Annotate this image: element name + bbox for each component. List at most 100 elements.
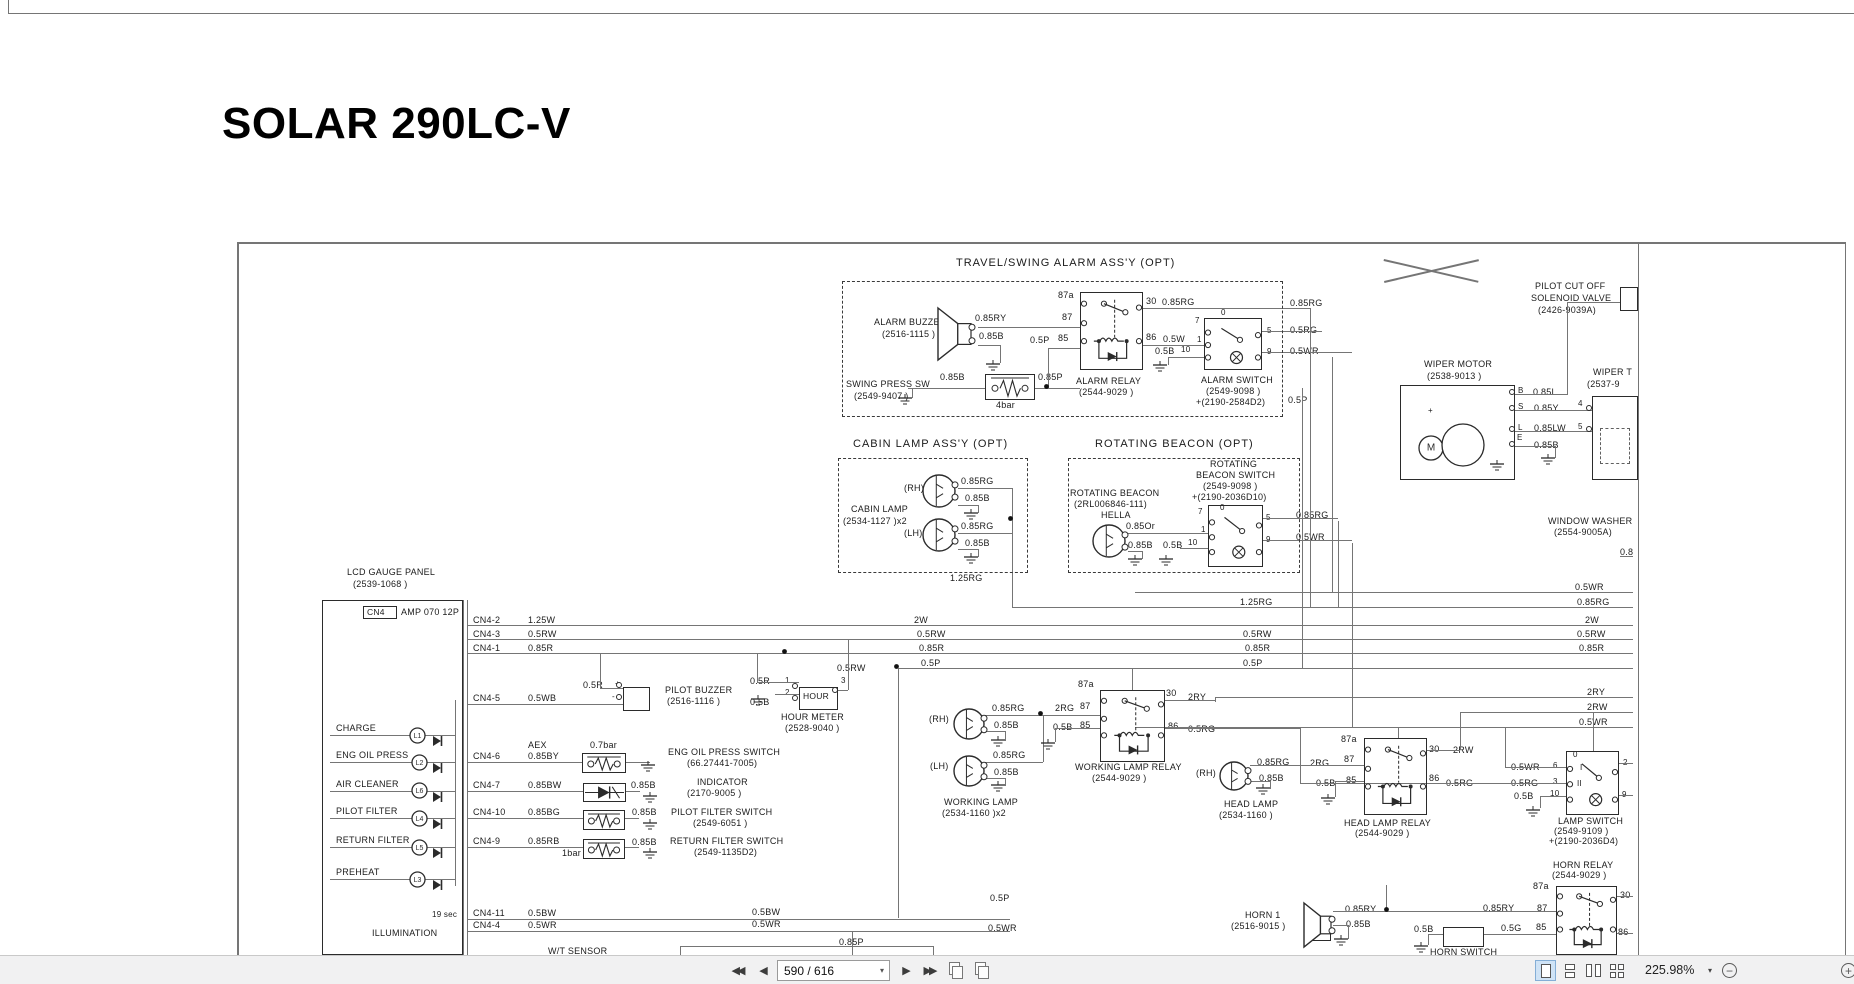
diode-icon [432,848,446,858]
chevron-down-icon[interactable]: ▾ [879,966,884,975]
wire-label: CABIN LAMP [851,504,909,514]
pin-icon [1586,405,1592,411]
wire-label: PILOT FILTER [336,806,398,816]
wire-label: 6 [1553,761,1558,770]
wire-line [1310,765,1364,766]
wire-label: PILOT FILTER SWITCH [671,807,773,817]
view-continuous-facing-button[interactable] [1607,960,1628,981]
lamp-icon [1092,524,1130,558]
junction-dot [1037,710,1043,716]
view-continuous-button[interactable] [1559,960,1580,981]
wire-label: 0.7bar [590,740,618,750]
wire-line [1270,781,1271,789]
wire-label: 0.5P [1030,335,1050,345]
zoom-chevron-down-icon[interactable]: ▾ [1708,966,1713,975]
ground-icon [1490,460,1504,472]
wire-label: 0.85B [1128,540,1153,550]
view-single-page-button[interactable] [1535,960,1556,981]
wire-label: 7 [1198,507,1203,516]
junction-dot [1043,383,1049,389]
wire-label: 1.25RG [1240,597,1273,607]
next-page-button[interactable]: ▶ [896,956,914,984]
component-box [623,687,650,711]
wire-line [908,388,985,389]
wire-label: 0.85LW [1534,423,1566,433]
next-page-icon: ▶ [902,965,910,977]
wire-line [1262,352,1352,353]
wire-line [978,549,979,557]
wire-label: 2RY [1587,687,1606,697]
wire-label: 0.85B [632,807,657,817]
wire-label: +(2190-2584D2) [1196,397,1266,407]
wire-line [898,668,1633,669]
wire-label: 4 [1578,399,1583,408]
lamp-icon [953,708,989,740]
wire-label: 0.5BW [528,908,557,918]
wire-label: 86 [1618,927,1629,937]
zoom-out-button[interactable]: − [1722,963,1737,978]
wire-line [467,625,1633,626]
wire-label: 7 [1195,316,1200,325]
wire-label: 0.85B [1259,773,1284,783]
component-box [1400,385,1515,480]
last-page-button[interactable]: ▶▶ [917,956,941,984]
ground-icon [643,848,657,860]
pin-icon [792,683,798,689]
wire-label: 1.25RG [950,573,983,583]
junction-dot [1383,906,1389,912]
first-page-button[interactable]: ◀◀ [725,956,749,984]
wire-label: CN4-1 [473,643,501,653]
component-box [583,783,626,802]
svg-text:L1: L1 [414,733,422,740]
wire-line [1215,697,1633,698]
wire-label: CHARGE [336,723,377,733]
component-box [838,458,1028,573]
wire-label: 0.5RG [1290,325,1318,335]
component-box [1556,886,1617,955]
prev-page-button[interactable]: ◀ [753,956,771,984]
wire-line [1428,934,1443,935]
page-number-field[interactable]: 590 / 616 ▾ [777,960,890,981]
wire-label: WIPER T [1593,367,1633,377]
wire-label: 1 [785,676,790,685]
zoom-level-value[interactable]: 225.98% [1645,963,1695,977]
wire-label: 85 [1536,922,1547,932]
wire-line [912,388,913,398]
view-facing-button[interactable] [1583,960,1604,981]
page-copy-alt-icon[interactable] [973,962,990,979]
wire-label: 0.5WR [528,920,557,930]
component-box [582,753,626,773]
wire-label: 87 [1062,312,1073,322]
page-copy-icon[interactable] [947,962,964,979]
wire-label: 0.85L [1533,387,1557,397]
wire-line [1460,712,1461,750]
ground-icon [751,695,765,707]
wire-line [1128,551,1142,552]
wire-line [467,919,1010,920]
wire-label: 0.85R [1579,643,1605,653]
wire-label: 0.8 [1620,547,1634,557]
wire-line [467,600,468,955]
last-page-icon: ▶▶ [923,965,938,977]
ground-icon [1256,784,1270,796]
lamp-icon [922,518,960,552]
wire-label: CN4-11 [473,908,505,918]
wire-line [1165,728,1300,729]
wire-label: CN4-10 [473,807,506,817]
wire-label: 0.5WR [1290,346,1319,356]
wire-line [1215,697,1216,702]
wire-label: (2544-9029 ) [1079,387,1134,397]
wire-label: 10 [1181,345,1191,354]
wire-line [1005,731,1006,741]
wire-label: (2549-1135D2) [694,847,758,857]
wire-line [1055,728,1100,729]
wire-label: 0.85B [965,493,990,503]
circle-symbol: L1 [409,727,426,744]
ground-icon [1041,739,1055,751]
zoom-in-button[interactable]: + [1841,963,1854,978]
wire-label: 0.85RG [992,703,1025,713]
wire-label: 2RG [1055,703,1075,713]
facing-icon [1586,964,1601,977]
wire-label: (2534-1160 )x2 [942,808,1006,818]
wire-line [1540,796,1541,808]
